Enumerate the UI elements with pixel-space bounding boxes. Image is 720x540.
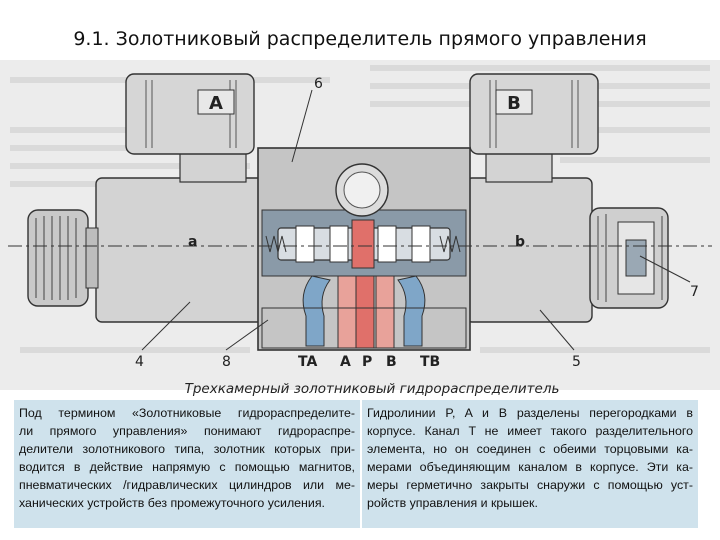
valve-drawing: A B <box>8 65 712 370</box>
description-left-line: Под термином «Золотниковые гидрораспреде… <box>19 406 355 420</box>
callout-8: 8 <box>222 354 231 370</box>
solenoid-a-label: A <box>209 93 223 114</box>
description-left: Под термином «Золотниковые гидрораспреде… <box>14 400 360 528</box>
side-b-label: b <box>515 234 525 250</box>
description-left-line: пневматических /гидравлических цилиндров… <box>19 478 355 492</box>
description-right-line: ройств управления и крышек. <box>367 496 538 510</box>
description-right-line: мерами объединяющим каналом в корпусе. Э… <box>367 460 693 474</box>
callout-7: 7 <box>690 284 699 300</box>
description-left-line: делители золотникового типа, золотник ко… <box>19 442 355 456</box>
description-right: Гидролинии P, A и B разделены перегородк… <box>362 400 698 528</box>
port-p-label: P <box>362 354 372 370</box>
description-right-line: элемента, но он соединен с обеими торцов… <box>367 442 693 456</box>
description-left-line: ли прямого управления» понимают гидрорас… <box>19 424 355 438</box>
side-a-label: a <box>188 234 197 250</box>
port-ta-label: TA <box>298 354 317 370</box>
diagram-caption: Трехкамерный золотниковый гидрораспредел… <box>184 381 560 397</box>
solenoid-b-label: B <box>507 93 521 114</box>
solenoid-b: B <box>465 73 669 323</box>
valve-diagram: A B <box>0 60 720 390</box>
callout-5: 5 <box>572 354 581 370</box>
slide-title: 9.1. Золотниковый распределитель прямого… <box>73 28 647 50</box>
port-a-label: A <box>340 354 351 370</box>
description-left-line: ханических устройств без промежуточного … <box>19 496 325 510</box>
port-b-label: B <box>386 354 397 370</box>
description-right-line: Гидролинии P, A и B разделены перегородк… <box>367 406 693 420</box>
callout-6: 6 <box>314 76 323 92</box>
description-left-line: водится в действие напрямую с помощью ма… <box>19 460 355 474</box>
description-right-line: меры герметично закрыты снаружи с помощь… <box>367 478 693 492</box>
port-tb-label: TB <box>420 354 440 370</box>
solenoid-a: A <box>27 73 267 323</box>
valve-body <box>257 147 471 351</box>
description-right-line: корпусе. Канал T не имеет такого раздели… <box>367 424 693 438</box>
callout-4: 4 <box>135 354 144 370</box>
